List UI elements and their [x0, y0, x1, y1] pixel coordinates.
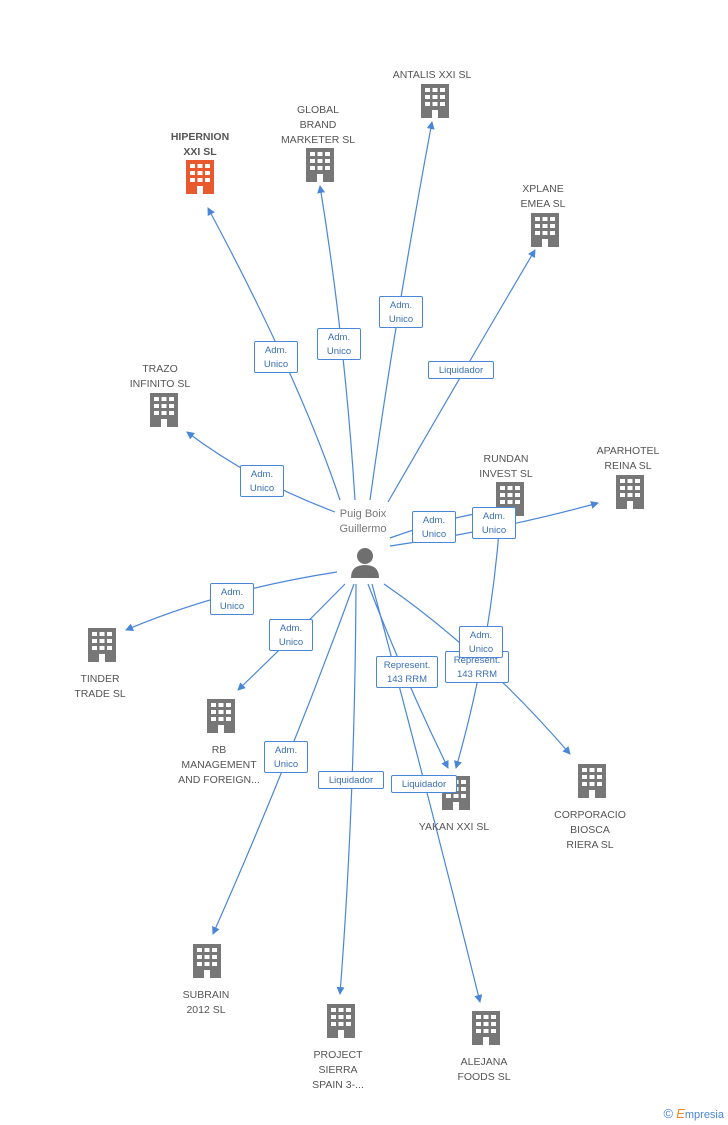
brand-name: mpresia	[684, 1109, 724, 1121]
node-label-hipernion[interactable]: HIPERNION XXI SL	[170, 131, 230, 158]
edge-label-e-subrain[interactable]: Adm. Unico	[264, 741, 308, 773]
building-icon-project[interactable]	[327, 1004, 355, 1038]
node-label-corporacio[interactable]: CORPORACIO BIOSCA RIERA SL	[554, 809, 626, 851]
node-label-xplane[interactable]: XPLANE EMEA SL	[520, 183, 566, 210]
node-label-tinder[interactable]: TINDER TRADE SL	[74, 673, 126, 700]
person-icon[interactable]	[351, 548, 379, 578]
brand-initial: E	[676, 1106, 685, 1121]
node-label-antalis[interactable]: ANTALIS XXI SL	[392, 69, 472, 81]
edge-label-e-aparhotel[interactable]: Adm. Unico	[472, 507, 516, 539]
edge-label-e-alejana[interactable]: Liquidador	[391, 775, 457, 793]
building-icon-global[interactable]	[306, 148, 334, 182]
node-label-project[interactable]: PROJECT SIERRA SPAIN 3-...	[312, 1049, 364, 1091]
edge-label-e-antalis[interactable]: Adm. Unico	[379, 296, 423, 328]
building-icon-hipernion[interactable]	[186, 160, 214, 194]
node-label-aparhotel[interactable]: APARHOTEL REINA SL	[596, 445, 660, 472]
node-label-trazo[interactable]: TRAZO INFINITO SL	[129, 363, 191, 390]
building-icon-aparhotel[interactable]	[616, 475, 644, 509]
building-icon-trazo[interactable]	[150, 393, 178, 427]
copyright-icon: ©	[663, 1106, 674, 1121]
edge-label-e-xplane[interactable]: Liquidador	[428, 361, 494, 379]
node-label-subrain[interactable]: SUBRAIN 2012 SL	[182, 989, 230, 1016]
node-label-alejana[interactable]: ALEJANA FOODS SL	[457, 1056, 511, 1083]
edge-label-e-yakan-rep[interactable]: Represent. 143 RRM	[376, 656, 438, 688]
edge-label-e-trazo[interactable]: Adm. Unico	[240, 465, 284, 497]
edge-label-e-yakan-adm[interactable]: Adm. Unico	[459, 626, 503, 658]
building-icon-xplane[interactable]	[531, 213, 559, 247]
node-label-global[interactable]: GLOBAL BRAND MARKETER SL	[280, 104, 356, 146]
edge-label-e-global[interactable]: Adm. Unico	[317, 328, 361, 360]
building-icon-alejana[interactable]	[472, 1011, 500, 1045]
edge-e-project	[336, 583, 357, 995]
edge-label-e-tinder[interactable]: Adm. Unico	[210, 583, 254, 615]
edge-label-e-rb[interactable]: Adm. Unico	[269, 619, 313, 651]
node-label-rb[interactable]: RB MANAGEMENT AND FOREIGN...	[178, 744, 260, 786]
building-icon-rb[interactable]	[207, 699, 235, 733]
building-icon-tinder[interactable]	[88, 628, 116, 662]
edge-e-alejana	[371, 583, 483, 1003]
center-person-label[interactable]: Puig Boix Guillermo	[339, 508, 387, 535]
edge-label-e-hipernion[interactable]: Adm. Unico	[254, 341, 298, 373]
node-label-yakan[interactable]: YAKAN XXI SL	[418, 821, 490, 833]
edge-label-e-rundan[interactable]: Adm. Unico	[412, 511, 456, 543]
building-icon-subrain[interactable]	[193, 944, 221, 978]
edge-label-e-project[interactable]: Liquidador	[318, 771, 384, 789]
node-label-rundan[interactable]: RUNDAN INVEST SL	[479, 453, 533, 480]
building-icon-antalis[interactable]	[421, 84, 449, 118]
footer-brand[interactable]: © Empresia	[664, 1106, 724, 1121]
building-icon-corporacio[interactable]	[578, 764, 606, 798]
